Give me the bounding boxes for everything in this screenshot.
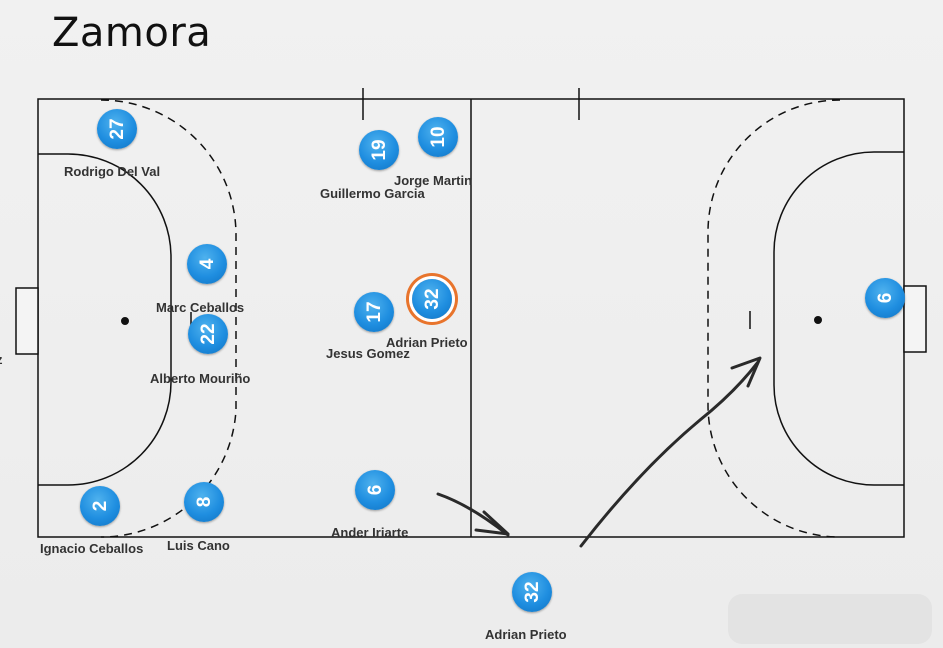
player-name-label: Adrian Prieto	[386, 335, 468, 350]
player-marker-27[interactable]: 27	[97, 109, 137, 149]
right-penalty-spot	[814, 316, 822, 324]
left-goal	[15, 287, 39, 355]
player-number: 10	[427, 126, 449, 148]
player-marker-22[interactable]: 22	[188, 314, 228, 354]
left-penalty-spot	[121, 317, 129, 325]
player-marker-4[interactable]: 4	[187, 244, 227, 284]
arrow-2-head	[730, 356, 762, 388]
player-name-label: Marc Ceballos	[156, 300, 245, 315]
player-marker-32-selected[interactable]: 32	[412, 279, 452, 319]
player-name-label: Ander Iriarte	[331, 525, 409, 540]
bottom-toolbar-placeholder[interactable]	[728, 594, 932, 644]
player-name-label: Jesus Gomez	[326, 346, 410, 361]
player-name-label: Ignacio Ceballos	[40, 541, 144, 556]
goalkeeper-marker-6[interactable]: 6	[865, 278, 905, 318]
player-marker-19[interactable]: 19	[359, 130, 399, 170]
player-number: 32	[521, 581, 543, 603]
player-name-label: Jorge Martin	[394, 173, 473, 188]
player-number: 17	[363, 301, 385, 323]
left-goal-area	[38, 153, 172, 486]
player-number: 32	[421, 288, 443, 310]
player-marker-6[interactable]: 6	[355, 470, 395, 510]
player-name-label: Rodrigo Del Val	[64, 164, 161, 179]
left-free-throw-line	[100, 99, 237, 538]
player-number: 22	[197, 323, 219, 345]
player-number: 4	[196, 258, 218, 270]
player-marker-32-bench[interactable]: 32	[512, 572, 552, 612]
right-free-throw-line	[707, 99, 841, 538]
player-marker-2[interactable]: 2	[80, 486, 120, 526]
edge-label-fragment: z	[0, 352, 3, 367]
arrow-1-shaft	[436, 492, 510, 537]
arrow-2-shaft	[579, 360, 760, 548]
player-number: 8	[193, 496, 215, 508]
player-number: 6	[874, 292, 896, 304]
player-number: 19	[368, 139, 390, 161]
player-marker-8[interactable]: 8	[184, 482, 224, 522]
right-goal	[903, 285, 927, 353]
right-goal-area	[773, 151, 904, 486]
player-name-label: Adrian Prieto	[485, 627, 567, 642]
player-number: 27	[106, 118, 128, 140]
player-name-label: Guillermo Garcia	[320, 186, 425, 201]
player-name-label: Alberto Mouriño	[150, 371, 251, 386]
player-number: 2	[89, 500, 111, 512]
arrow-1-head	[474, 510, 510, 536]
player-name-label: Luis Cano	[167, 538, 230, 553]
player-number: 6	[364, 484, 386, 496]
player-marker-17[interactable]: 17	[354, 292, 394, 332]
player-marker-10[interactable]: 10	[418, 117, 458, 157]
team-title: Zamora	[52, 10, 212, 56]
